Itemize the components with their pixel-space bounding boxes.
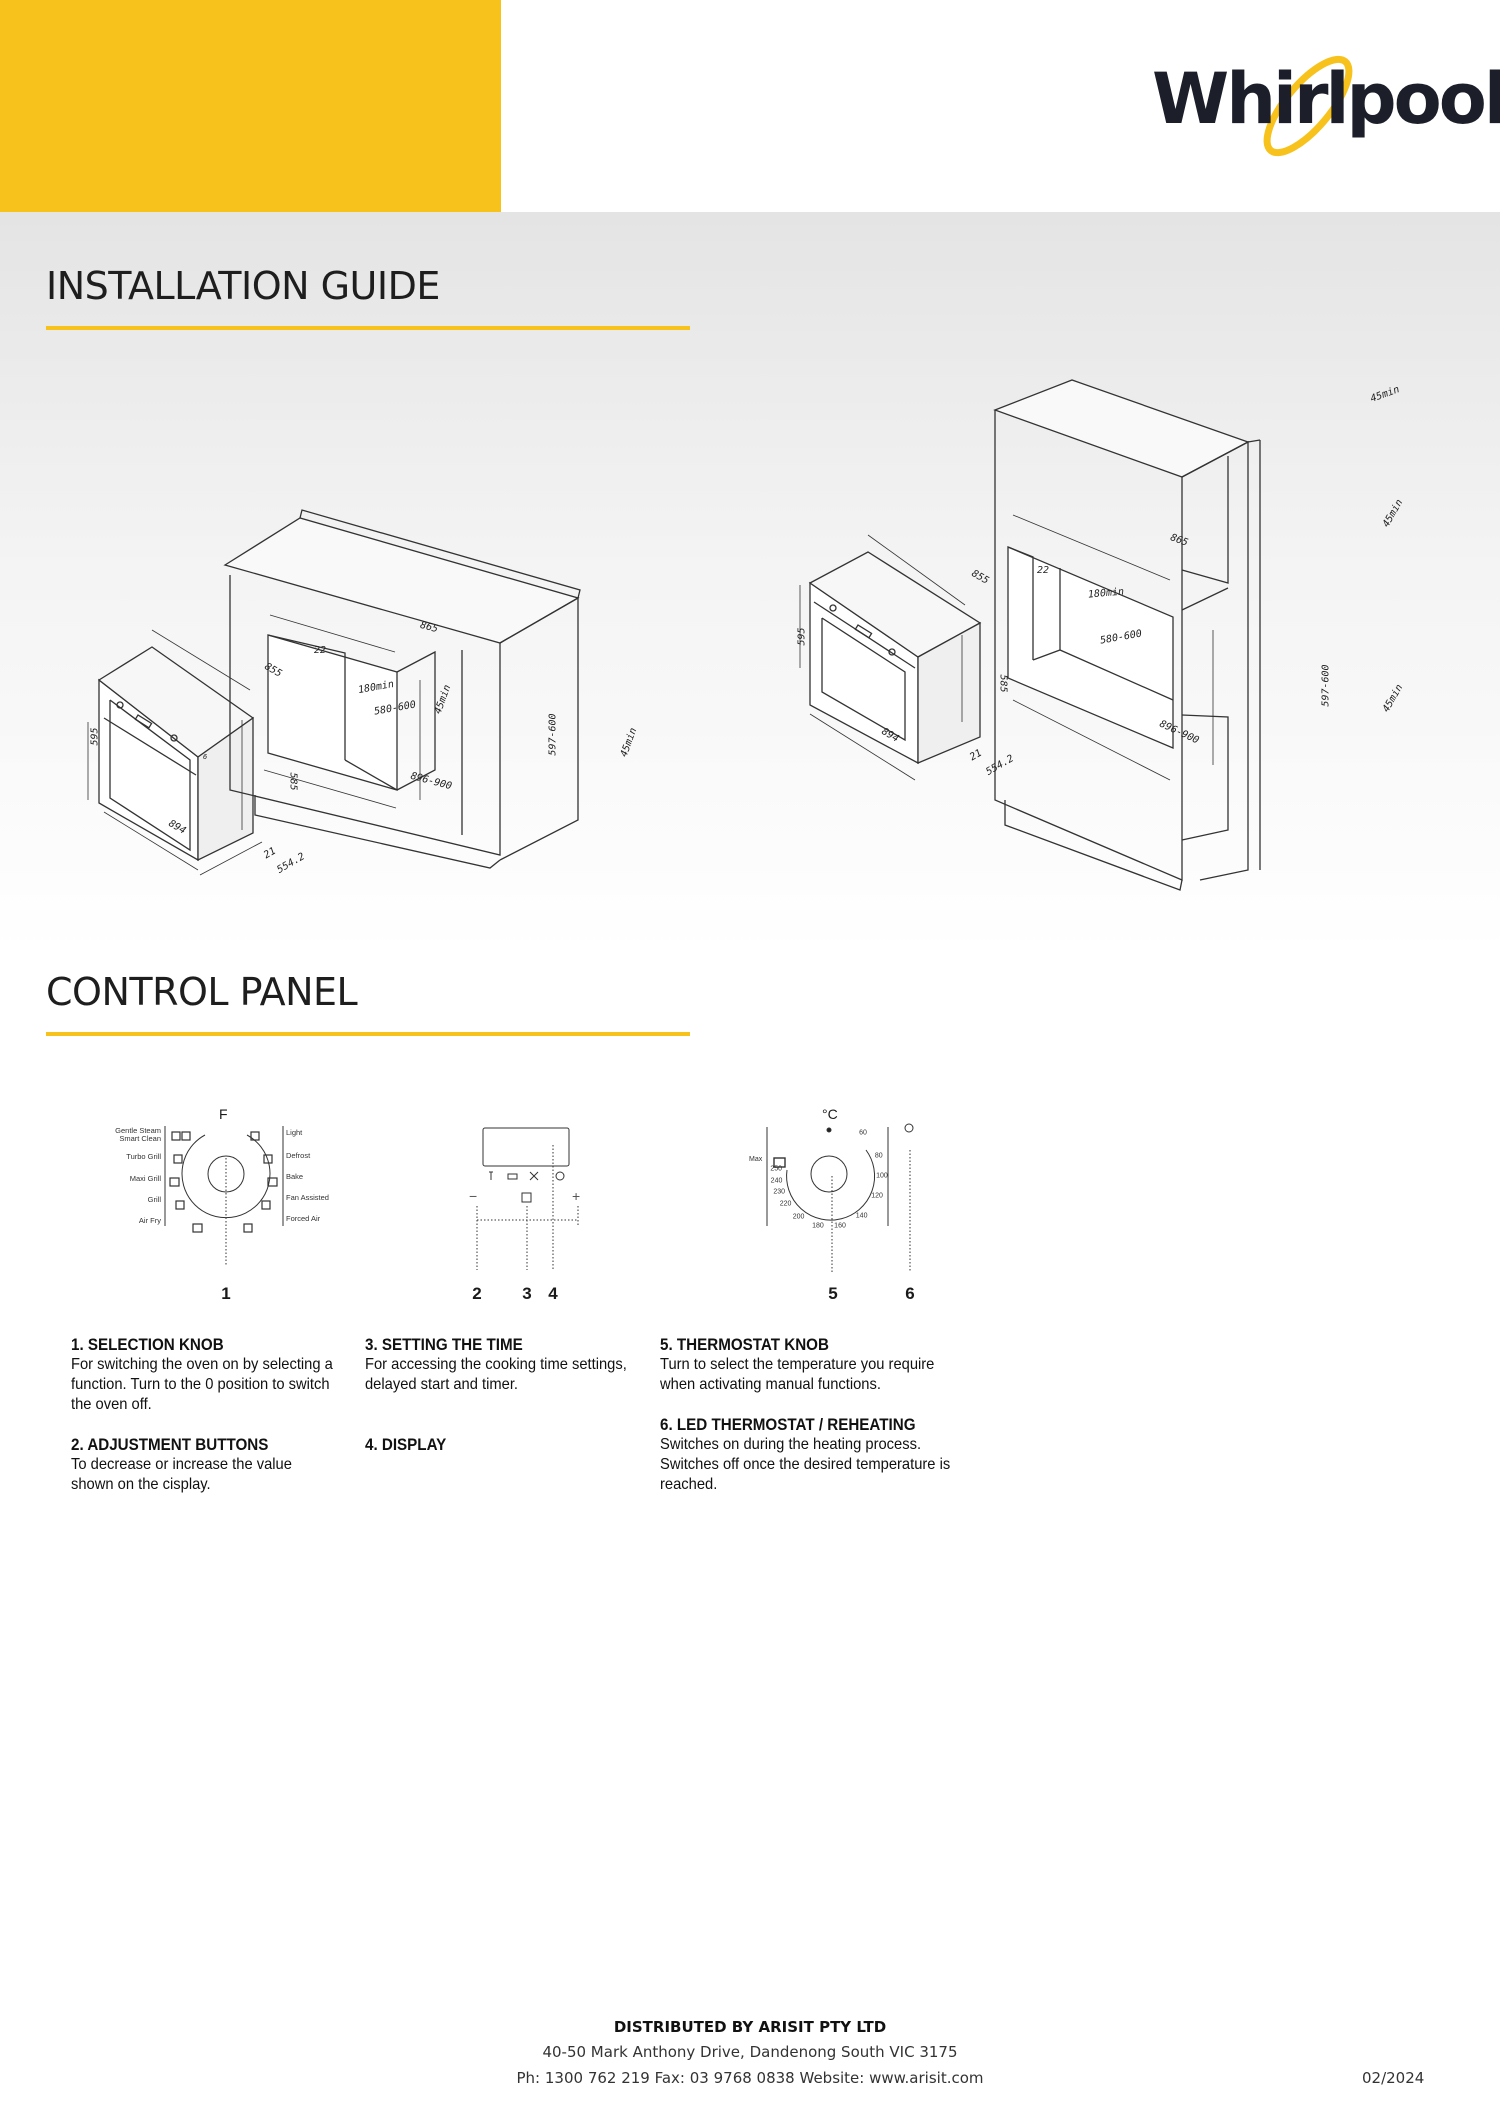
callout-6: 6 [905, 1284, 915, 1303]
selection-knob-drawing [164, 1126, 284, 1266]
plus-button[interactable]: + [572, 1188, 581, 1204]
function-label: Fan Assisted [286, 1193, 329, 1202]
display-and-buttons-drawing [476, 1127, 579, 1270]
callout-4: 4 [548, 1284, 558, 1303]
item-text: Switches on during the heating process. … [660, 1436, 951, 1493]
temp-label: 200 [792, 1213, 805, 1221]
function-label: Gentle Steam [115, 1126, 161, 1135]
callout-5: 5 [828, 1284, 838, 1303]
temp-label: 160 [834, 1222, 846, 1230]
function-label: Bake [286, 1172, 304, 1181]
item-title: 6. LED THERMOSTAT / REHEATING [660, 1416, 916, 1434]
function-label: Grill [147, 1195, 161, 1204]
description-column-2: 3. SETTING THE TIME For accessing the co… [365, 1335, 632, 1455]
item-text: Turn to select the temperature you requi… [660, 1356, 935, 1393]
title-underline [46, 1032, 690, 1036]
temp-label: 180 [812, 1222, 824, 1230]
function-icons [169, 1131, 278, 1233]
whirlpool-logo: Whirlpool [1140, 48, 1500, 168]
footer-contact: Ph: 1300 762 219 Fax: 03 9768 0838 Websi… [516, 2069, 984, 2087]
temp-label: 120 [871, 1192, 883, 1200]
item-text: To decrease or increase the value shown … [71, 1456, 292, 1493]
dim-left-oven-gap: 6 [203, 753, 208, 761]
dim-undercounter-height: 597-600 [547, 713, 559, 756]
dim-left-oven-inner-height: 585 [287, 772, 299, 791]
footer-address: 40-50 Mark Anthony Drive, Dandenong Sout… [542, 2043, 958, 2061]
dim-undercounter-side: 22 [314, 645, 327, 656]
minus-button[interactable]: − [469, 1188, 478, 1204]
temp-label: 250 [770, 1165, 783, 1173]
dim-right-oven-inner-height: 585 [997, 674, 1009, 693]
logo-swirl-icon [1263, 55, 1353, 157]
dim-right-oven-height: 595 [796, 627, 808, 646]
gray-background-band [0, 212, 1500, 952]
temp-label: 80 [874, 1152, 883, 1160]
callout-1: 1 [221, 1284, 231, 1303]
description-column-1: 1. SELECTION KNOB For switching the oven… [71, 1335, 338, 1515]
callout-3: 3 [522, 1284, 532, 1303]
callout-2: 2 [472, 1284, 482, 1303]
temp-label: 60 [859, 1129, 867, 1137]
function-label: Smart Clean [119, 1134, 161, 1143]
title-underline [46, 326, 690, 330]
control-panel-title: CONTROL PANEL [46, 970, 358, 1014]
function-label: Forced Air [286, 1214, 321, 1223]
item-text: For accessing the cooking time settings,… [365, 1356, 627, 1393]
item-title: 2. ADJUSTMENT BUTTONS [71, 1436, 269, 1454]
dim-left-oven-height: 595 [89, 727, 101, 746]
function-label: Turbo Grill [126, 1152, 161, 1161]
item-text: For switching the oven on by selecting a… [71, 1356, 333, 1413]
temp-label: 220 [779, 1200, 792, 1208]
thermostat-knob-drawing [766, 1123, 914, 1272]
yellow-header-block [0, 0, 501, 212]
temp-label: 240 [770, 1177, 783, 1185]
function-label: Air Fry [138, 1216, 161, 1225]
function-label: Light [286, 1128, 303, 1137]
footer-distributor: DISTRIBUTED BY ARISIT PTY LTD [613, 2018, 887, 2036]
dim-tall-height: 597-600 [1320, 664, 1332, 707]
temp-label: 100 [876, 1172, 888, 1180]
function-label: Defrost [286, 1151, 311, 1160]
temp-label: 230 [773, 1188, 786, 1196]
function-label: Maxi Grill [129, 1174, 161, 1183]
description-column-3: 5. THERMOSTAT KNOB Turn to select the te… [660, 1335, 964, 1515]
item-title: 5. THERMOSTAT KNOB [660, 1336, 829, 1354]
footer-date: 02/2024 [1362, 2069, 1425, 2087]
item-title: 3. SETTING THE TIME [365, 1336, 523, 1354]
celsius-unit: °C [822, 1106, 838, 1122]
item-title: 4. DISPLAY [365, 1436, 447, 1454]
installation-guide-title: INSTALLATION GUIDE [46, 264, 440, 308]
dim-tall-side: 22 [1037, 565, 1050, 576]
temp-label: 140 [855, 1212, 868, 1220]
logo-text: Whirlpool [1152, 58, 1500, 140]
selection-off-mark: F [219, 1106, 228, 1122]
max-label: Max [749, 1156, 763, 1163]
item-title: 1. SELECTION KNOB [71, 1336, 224, 1354]
display-icons [489, 1171, 565, 1181]
